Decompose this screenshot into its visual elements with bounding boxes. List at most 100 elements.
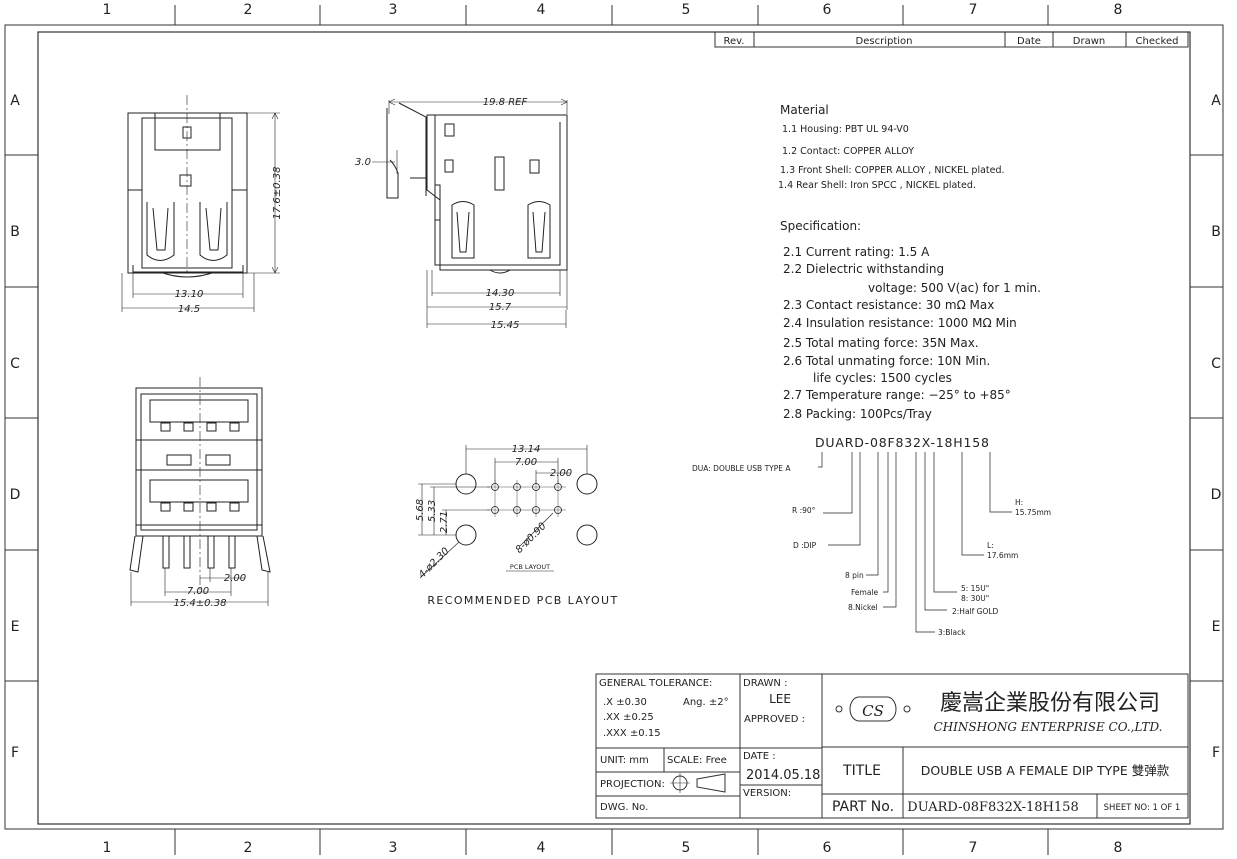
material-line-1: 1.1 Housing: PBT UL 94-V0: [782, 124, 909, 135]
dwg-no-label: DWG. No.: [600, 802, 648, 813]
zone-col-6: 6: [823, 2, 832, 18]
label-r: R :90°: [792, 506, 816, 515]
dim-pcb-hole-large: 4-ø2.30: [417, 546, 452, 581]
dim-side-d2: 15.7: [489, 302, 512, 313]
zone-labels: 1 2 3 4 5 6 7 8 1 2 3 4 5 6 7 8 A B C D …: [10, 2, 1222, 856]
tolerance-xx: .XX ±0.25: [603, 712, 654, 723]
zone-col-4: 4: [537, 2, 546, 18]
label-pin: 8 pin: [845, 571, 864, 580]
part-no-value: DUARD-08F832X-18H158: [907, 800, 1078, 815]
label-d: D :DIP: [793, 541, 817, 550]
material-line-4: 1.4 Rear Shell: Iron SPCC , NICKEL plate…: [778, 180, 976, 191]
label-plating-1: 5: 15U": [961, 584, 989, 593]
zone-col-2-bottom: 2: [244, 840, 253, 856]
zone-row-e-right: E: [1212, 619, 1221, 635]
material-line-2: 1.2 Contact: COPPER ALLOY: [782, 146, 914, 157]
dim-side-ref: 19.8 REF: [483, 97, 528, 108]
dim-front-height: 17.6±0.38: [272, 167, 283, 220]
dim-pcb-v3: 2.71: [439, 511, 450, 533]
zone-row-e: E: [11, 619, 20, 635]
spec-line-6: 2.5 Total mating force: 35N Max.: [783, 336, 979, 350]
zone-col-5: 5: [682, 2, 691, 18]
zone-col-1: 1: [103, 2, 112, 18]
zone-row-f-right: F: [1212, 745, 1220, 761]
company-name-en: CHINSHONG ENTERPRISE CO.,LTD.: [934, 720, 1163, 734]
spec-line-2: 2.2 Dielectric withstanding: [783, 262, 944, 276]
company-name-cn: 慶嵩企業股份有限公司: [940, 691, 1160, 716]
zone-row-a-right: A: [1211, 93, 1221, 109]
dim-pcb-width: 13.14: [512, 444, 541, 455]
date-value: 2014.05.18: [746, 768, 820, 783]
material-line-3: 1.3 Front Shell: COPPER ALLOY , NICKEL p…: [780, 165, 1005, 176]
zone-row-d-right: D: [1211, 487, 1222, 503]
spec-title: Specification:: [780, 219, 861, 233]
part-code-diagram: DUARD-08F832X-18H158 DUA: DOUBLE USB TYP…: [692, 435, 1051, 637]
dim-bottom-pitch-large: 7.00: [187, 586, 209, 597]
spec-line-10: 2.8 Packing: 100Pcs/Tray: [783, 407, 932, 421]
zone-row-d: D: [10, 487, 21, 503]
description-header: Description: [856, 36, 913, 47]
date-header: Date: [1017, 36, 1041, 47]
side-view: [372, 98, 568, 328]
dim-side-d3: 15.45: [491, 320, 520, 331]
title-block: [595, 673, 1189, 819]
dim-pcb-v2: 5.33: [427, 500, 438, 522]
drawn-header: Drawn: [1073, 36, 1105, 47]
spec-line-4: 2.3 Contact resistance: 30 mΩ Max: [783, 298, 994, 312]
specification-notes: Specification: 2.1 Current rating: 1.5 A…: [780, 219, 1041, 421]
unit-label: UNIT: mm: [600, 755, 649, 766]
zone-col-7-bottom: 7: [969, 840, 978, 856]
version-label: VERSION:: [743, 788, 791, 799]
scale-label: SCALE: Free: [667, 755, 727, 766]
zone-row-c: C: [10, 356, 20, 372]
spec-line-3: voltage: 500 V(ac) for 1 min.: [868, 281, 1041, 295]
zone-col-7: 7: [969, 2, 978, 18]
pcb-layout-label: PCB LAYOUT: [510, 563, 550, 571]
dim-bottom-pitch-small: 2.00: [224, 573, 246, 584]
zone-row-a: A: [10, 93, 20, 109]
label-female: Female: [851, 588, 879, 597]
tolerance-x: .X ±0.30: [603, 697, 647, 708]
dim-pcb-pitch-small: 2.00: [550, 468, 572, 479]
outer-frame: [4, 24, 1224, 830]
company-logo: CS: [862, 702, 884, 720]
label-l: L:: [987, 541, 994, 550]
zone-col-2: 2: [244, 2, 253, 18]
drawing-title: DOUBLE USB A FEMALE DIP TYPE 雙弹款: [921, 763, 1170, 778]
rev-header: Rev.: [724, 36, 745, 47]
label-dua: DUA: DOUBLE USB TYPE A: [692, 464, 791, 473]
spec-line-1: 2.1 Current rating: 1.5 A: [783, 245, 930, 259]
zone-col-4-bottom: 4: [537, 840, 546, 856]
dim-front-width-inner: 13.10: [175, 289, 204, 300]
front-view: [121, 95, 280, 312]
zone-col-3: 3: [389, 2, 398, 18]
date-label: DATE :: [743, 751, 776, 762]
zone-col-5-bottom: 5: [682, 840, 691, 856]
material-title: Material: [780, 103, 829, 117]
sheet-no: SHEET NO: 1 OF 1: [1104, 803, 1181, 813]
label-h: H:: [1015, 498, 1023, 507]
material-notes: Material 1.1 Housing: PBT UL 94-V0 1.2 C…: [778, 103, 1005, 191]
dim-side-pin-height: 3.0: [355, 157, 371, 168]
zone-row-c-right: C: [1211, 356, 1221, 372]
inner-frame: [37, 31, 1191, 825]
zone-columns-top: [5, 5, 1223, 855]
bottom-view: [129, 377, 271, 606]
zone-col-8-bottom: 8: [1114, 840, 1123, 856]
revision-table: Rev. Description Date Drawn Checked: [714, 31, 1189, 48]
dim-front-width-outer: 14.5: [178, 304, 200, 315]
drawn-label: DRAWN :: [743, 678, 787, 689]
zone-col-1-bottom: 1: [103, 840, 112, 856]
part-code: DUARD-08F832X-18H158: [815, 435, 990, 450]
title-label: TITLE: [842, 763, 881, 779]
spec-line-9: 2.7 Temperature range: −25° to +85°: [783, 388, 1011, 402]
zone-col-6-bottom: 6: [823, 840, 832, 856]
pcb-layout-caption: RECOMMENDED PCB LAYOUT: [427, 594, 618, 607]
label-gold: 2:Half GOLD: [952, 607, 999, 616]
spec-line-8: life cycles: 1500 cycles: [813, 371, 952, 385]
drawn-value: LEE: [769, 692, 791, 706]
label-plating-2: 8: 30U": [961, 594, 989, 603]
part-no-label: PART No.: [832, 799, 894, 815]
tolerance-xxx: .XXX ±0.15: [603, 728, 661, 739]
spec-line-5: 2.4 Insulation resistance: 1000 MΩ Min: [783, 316, 1017, 330]
